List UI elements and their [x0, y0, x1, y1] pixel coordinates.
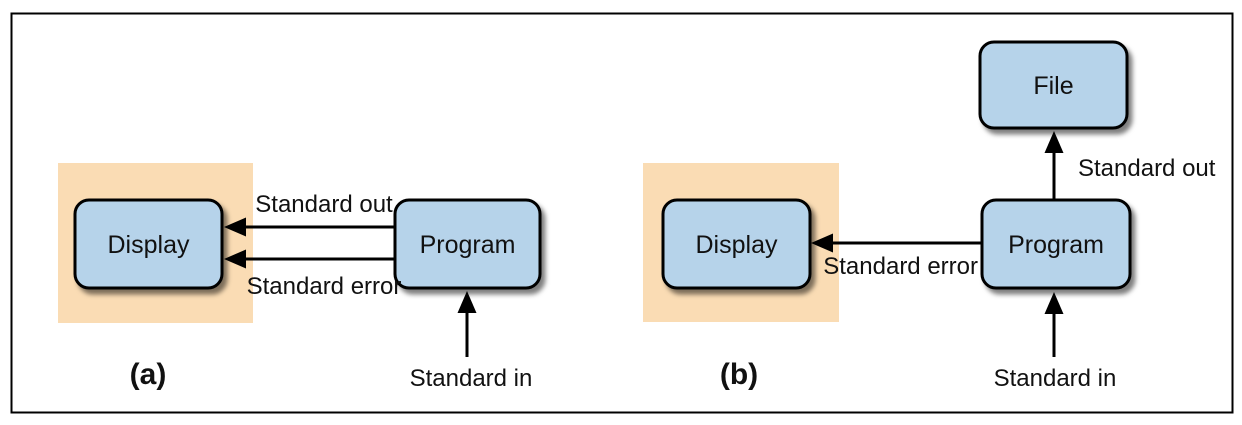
stderr-label-a: Standard error [247, 273, 402, 300]
stdout-arrow-b [1044, 131, 1064, 200]
stdin-arrowhead-a [457, 291, 477, 313]
program-node-a: Program [393, 198, 542, 290]
program-box-a [393, 198, 542, 290]
diagram-b: File Display Program Standard out Standa… [643, 40, 1216, 392]
stdout-arrow-a [224, 217, 395, 237]
program-label-a: Program [420, 231, 516, 259]
stdin-arrow-a [457, 291, 477, 357]
stdout-arrowhead-b [1044, 131, 1064, 153]
stderr-arrow-a [224, 249, 395, 269]
program-box-b [980, 198, 1132, 290]
caption-a: (a) [130, 358, 167, 391]
program-label-b: Program [1008, 231, 1104, 259]
display-box-a [73, 198, 224, 290]
figure-border [10, 12, 1234, 414]
stdin-label-b: Standard in [994, 365, 1117, 392]
stdout-label-b: Standard out [1078, 155, 1216, 182]
file-node-b: File [978, 40, 1129, 130]
stderr-arrowhead-a [224, 249, 246, 269]
display-label-a: Display [108, 231, 190, 259]
display-label-b: Display [696, 231, 778, 259]
program-node-b: Program [980, 198, 1132, 290]
file-label-b: File [1033, 72, 1073, 100]
stderr-arrowhead-b [811, 233, 833, 253]
stdout-label-a: Standard out [255, 191, 393, 218]
display-box-b [661, 198, 812, 290]
diagram-a: Display Program Standard out Standard er… [58, 163, 542, 392]
stdin-label-a: Standard in [410, 365, 533, 392]
display-node-a: Display [73, 198, 224, 290]
file-box-b [978, 40, 1129, 130]
stdout-arrowhead-a [224, 217, 246, 237]
display-node-b: Display [661, 198, 812, 290]
caption-b: (b) [720, 358, 758, 391]
stderr-label-b: Standard error [823, 253, 978, 280]
stderr-arrow-b [811, 233, 982, 253]
stdin-arrowhead-b [1044, 292, 1064, 314]
stdin-arrow-b [1044, 292, 1064, 357]
